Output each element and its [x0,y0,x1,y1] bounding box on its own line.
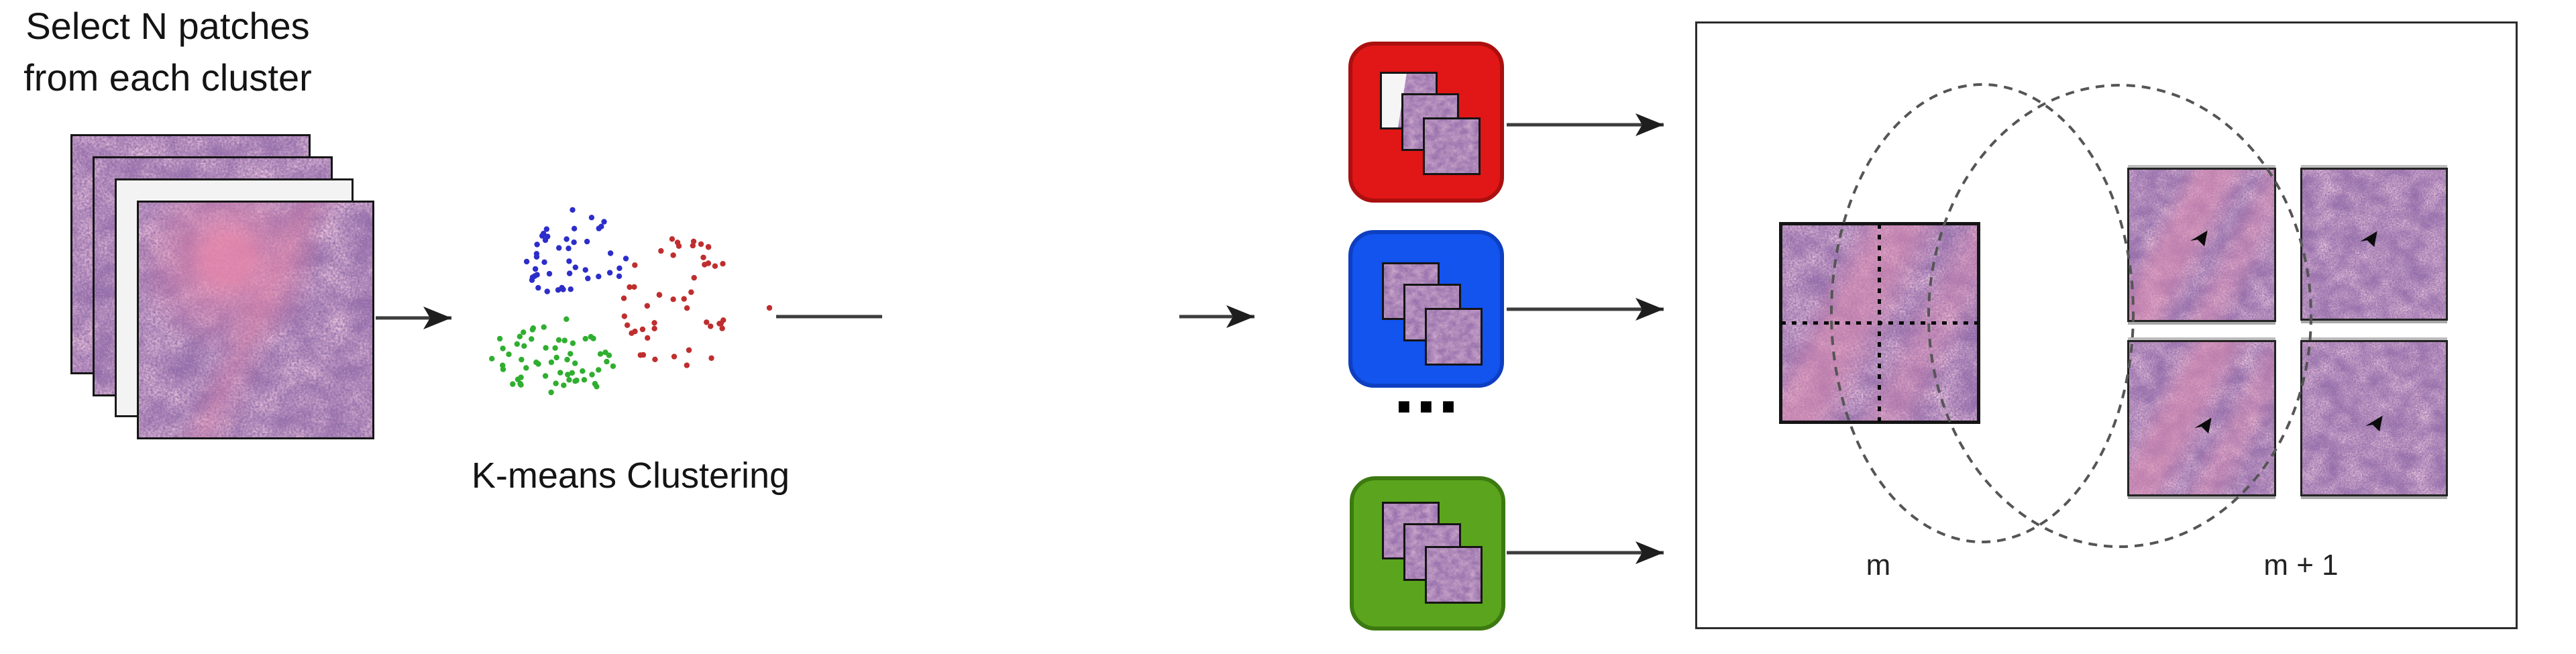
patch-m1-top-right [2300,168,2448,321]
cluster-box-red [1348,42,1504,203]
clusters-ellipsis: ... [1393,345,1460,429]
cluster-patch [1423,117,1481,175]
cluster-box-blue [1348,230,1504,388]
cluster-box-green [1350,476,1505,631]
magnification-label-m-plus-1: m + 1 [2263,549,2339,582]
kmeans-scatter [489,207,773,396]
cluster-patch [1425,308,1483,366]
magnification-label-m: m [1866,549,1891,582]
select-patches-line2: from each cluster [23,56,312,99]
patch-m1-top-left [2127,168,2276,322]
patch-m [1779,222,1980,424]
patch-m1-bottom-left [2127,340,2276,496]
kmeans-caption: K-means Clustering [471,455,790,496]
select-patches-text: Select N patches from each cluster [0,0,335,103]
patch-m1-bottom-right [2300,340,2448,496]
cluster-patch [1425,546,1483,604]
wsi-slide-4-front [137,201,374,439]
select-patches-line1: Select N patches [25,5,310,47]
